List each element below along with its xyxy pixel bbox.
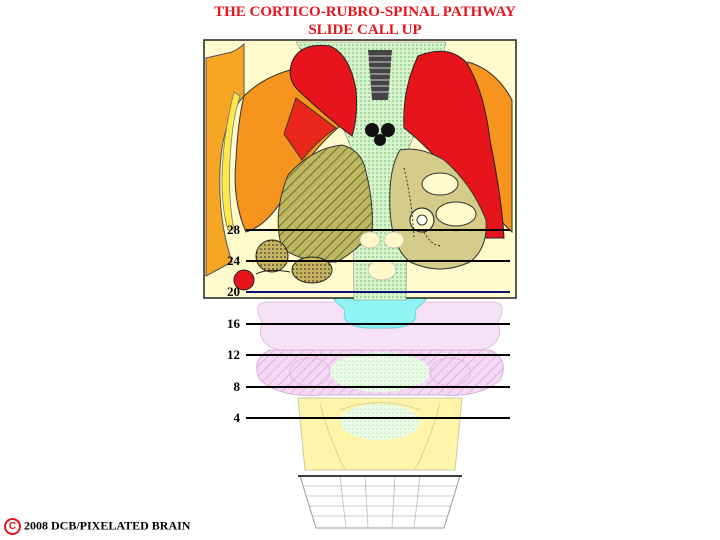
spinal-cord bbox=[299, 475, 461, 529]
level-label-24[interactable]: 24 bbox=[227, 253, 240, 268]
level-label-12[interactable]: 12 bbox=[227, 347, 240, 362]
level-label-16[interactable]: 16 bbox=[227, 316, 240, 331]
upper-section bbox=[203, 39, 517, 301]
copyright-icon: C bbox=[4, 518, 21, 535]
level-label-28[interactable]: 28 bbox=[227, 222, 240, 237]
level-label-8[interactable]: 8 bbox=[233, 379, 241, 394]
medulla-region bbox=[297, 397, 463, 471]
level-lines bbox=[246, 229, 510, 477]
copyright-text: 2008 DCB/PIXELATED BRAIN bbox=[24, 518, 191, 533]
title-line-2: SLIDE CALL UP bbox=[308, 22, 422, 38]
title-line-1: THE CORTICO-RUBRO-SPINAL PATHWAY bbox=[214, 4, 516, 20]
level-label-20[interactable]: 20 bbox=[227, 284, 240, 299]
pons-region bbox=[256, 301, 504, 396]
level-label-4[interactable]: 4 bbox=[233, 410, 241, 425]
